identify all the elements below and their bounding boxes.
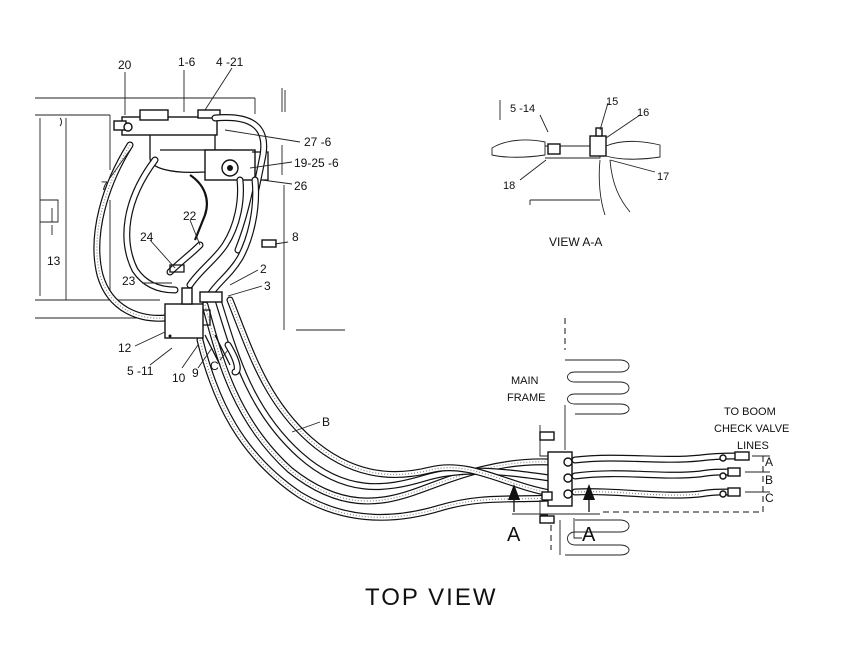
callout-labels: 20 1-6 4 -21 27 -6 19-25 -6 26 7 22 24 2… bbox=[47, 55, 669, 429]
to-boom-label-line1: TO BOOM bbox=[724, 406, 776, 418]
callout-10: 10 bbox=[172, 371, 186, 385]
main-frame-label-line1: MAIN bbox=[511, 375, 539, 387]
callout-13: 13 bbox=[47, 254, 61, 268]
leader-lines bbox=[51, 67, 321, 433]
callout-26: 26 bbox=[294, 179, 308, 193]
callout-7: 7 bbox=[101, 179, 108, 193]
callout-1-6: 1-6 bbox=[178, 55, 196, 69]
callout-22: 22 bbox=[183, 209, 197, 223]
callout-9: 9 bbox=[192, 366, 199, 380]
section-arrow-left bbox=[508, 484, 520, 512]
to-boom-label-line3: LINES bbox=[737, 440, 769, 452]
hose-right-lines bbox=[571, 452, 739, 499]
hose-upper-loop bbox=[93, 114, 268, 322]
line-letter-b: B bbox=[765, 473, 773, 487]
callout-27-6: 27 -6 bbox=[304, 135, 332, 149]
callout-3: 3 bbox=[264, 279, 271, 293]
hose-label-b: B bbox=[322, 415, 330, 429]
callout-4-21: 4 -21 bbox=[216, 55, 244, 69]
view-aa-title: VIEW A-A bbox=[549, 235, 602, 249]
callout-18: 18 bbox=[503, 180, 515, 192]
section-arrow-right bbox=[573, 484, 595, 539]
view-aa-detail bbox=[491, 100, 661, 216]
main-frame-label-line2: FRAME bbox=[507, 392, 546, 404]
callout-8: 8 bbox=[292, 230, 299, 244]
hose-label-c: C bbox=[210, 359, 219, 373]
callout-17: 17 bbox=[657, 171, 669, 183]
callout-16: 16 bbox=[637, 107, 649, 119]
section-mark-right: A bbox=[582, 524, 596, 546]
hose-main-bundle bbox=[196, 296, 554, 521]
machine-frame-outline bbox=[35, 88, 345, 331]
callout-20: 20 bbox=[118, 58, 132, 72]
pump-assembly bbox=[113, 109, 269, 241]
callout-15: 15 bbox=[606, 96, 618, 108]
callout-24: 24 bbox=[140, 230, 154, 244]
line-letter-a: A bbox=[765, 455, 773, 469]
callout-19-25-6: 19-25 -6 bbox=[294, 156, 339, 170]
diagram-title: TOP VIEW bbox=[365, 584, 497, 611]
line-letter-c: C bbox=[765, 491, 774, 505]
manifold-block bbox=[164, 239, 277, 366]
callout-5-14: 5 -14 bbox=[510, 103, 535, 115]
callout-2: 2 bbox=[260, 262, 267, 276]
callout-23: 23 bbox=[122, 274, 136, 288]
main-frame bbox=[512, 318, 630, 556]
diagram-text: VIEW A-A MAIN FRAME TO BOOM CHECK VALVE … bbox=[365, 235, 789, 611]
section-mark-left: A bbox=[507, 524, 521, 546]
to-boom-label-line2: CHECK VALVE bbox=[714, 423, 789, 435]
callout-12: 12 bbox=[118, 341, 132, 355]
hose-end-fittings bbox=[600, 451, 770, 513]
callout-5-11: 5 -11 bbox=[127, 364, 154, 378]
